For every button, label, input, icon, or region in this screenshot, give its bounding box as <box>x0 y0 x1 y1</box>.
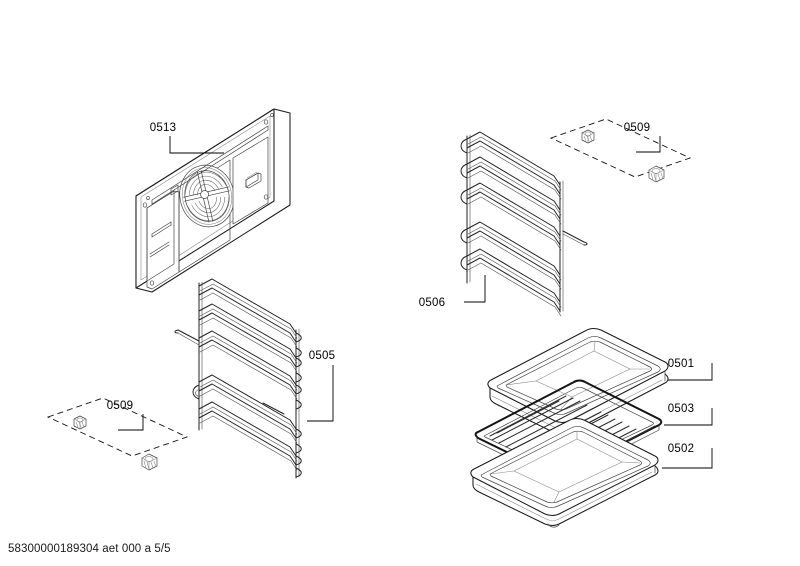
fastener-nut-icon <box>73 415 87 430</box>
callout-0509-upper: 0509 <box>624 122 661 153</box>
callout-0505: 0505 <box>307 350 335 422</box>
shelf-level-1 <box>198 278 302 348</box>
leader-line-0505 <box>307 365 334 422</box>
fastener-nut-icon <box>141 453 158 471</box>
callout-0506: 0506 <box>419 275 486 309</box>
part-label-0503: 0503 <box>668 403 694 415</box>
fan-blades-icon <box>183 170 230 223</box>
leader-line-0509-lower <box>118 414 144 431</box>
part-0509-upper-fastener-callout[interactable] <box>549 118 692 183</box>
shelf-level-5 <box>198 401 302 471</box>
leader-line-0506 <box>464 275 486 303</box>
detail-frame-dashed <box>46 397 189 457</box>
part-label-0501: 0501 <box>668 358 694 370</box>
leader-line-0502 <box>662 448 713 469</box>
leader-line-0501 <box>668 363 713 381</box>
callout-0502: 0502 <box>662 443 713 469</box>
part-0509-lower-fastener-callout[interactable] <box>46 397 189 471</box>
part-label-0506: 0506 <box>419 297 445 309</box>
document-footer-text: 58300000189304 aet 000 a 5/5 <box>8 543 171 555</box>
shelf-level-1 <box>460 131 562 200</box>
part-label-0509-lower: 0509 <box>107 400 133 412</box>
leader-line-0503 <box>664 408 713 426</box>
leader-line-0509-upper <box>636 136 661 153</box>
shelf-level-3 <box>174 329 302 400</box>
shelf-level-4 <box>460 221 588 290</box>
fastener-nut-icon <box>648 165 665 183</box>
callout-0503: 0503 <box>664 403 713 426</box>
detail-frame-dashed <box>549 118 692 178</box>
callout-0509-lower: 0509 <box>107 400 144 431</box>
shelf-level-2 <box>460 156 562 225</box>
leader-line-0513 <box>169 136 224 154</box>
shelf-level-5 <box>460 248 562 317</box>
part-0513-rear-fan-panel[interactable] <box>135 108 291 293</box>
part-0502-shallow-baking-tray[interactable] <box>470 418 659 528</box>
part-label-0502: 0502 <box>668 443 694 455</box>
callout-0501: 0501 <box>668 358 713 381</box>
part-0501-deep-baking-tray[interactable] <box>487 328 669 435</box>
part-label-0505: 0505 <box>309 350 335 362</box>
shelf-level-3 <box>460 182 562 251</box>
shelf-level-2 <box>198 303 302 373</box>
part-label-0513: 0513 <box>150 122 176 134</box>
fastener-nut-icon <box>581 129 595 144</box>
part-label-0509-upper: 0509 <box>624 122 650 134</box>
callout-0513: 0513 <box>150 122 224 154</box>
part-0506-right-wire-shelf-rail[interactable] <box>460 131 588 317</box>
shelf-level-4 <box>192 374 302 444</box>
part-0505-left-wire-shelf-rail[interactable] <box>174 278 302 479</box>
